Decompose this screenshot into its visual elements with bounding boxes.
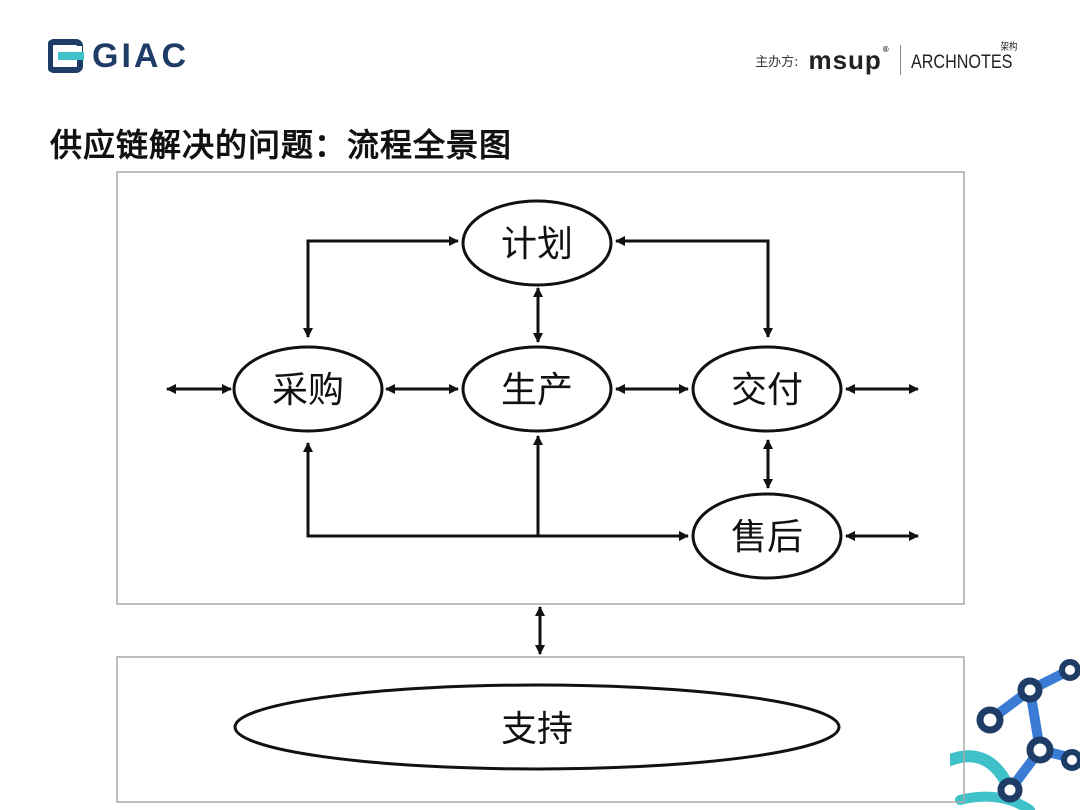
giac-logo-text: GIAC xyxy=(92,37,189,75)
arrow-feedback-purchase-aftersales xyxy=(303,442,689,541)
node-production-label: 生产 xyxy=(501,370,573,411)
support-container-box xyxy=(116,656,965,803)
arrow-plan-purchase xyxy=(303,236,459,338)
giac-logo-icon xyxy=(48,39,84,73)
node-delivery-label: 交付 xyxy=(731,370,803,411)
page-title: 供应链解决的问题：流程全景图 xyxy=(50,126,513,164)
giac-logo: GIAC xyxy=(48,36,189,76)
msup-registered-mark: ® xyxy=(882,44,890,54)
node-purchase: 采购 xyxy=(232,345,384,433)
node-production: 生产 xyxy=(461,345,613,433)
node-support-label: 支持 xyxy=(501,709,573,750)
process-container-box xyxy=(116,171,965,605)
msup-logo: msup® xyxy=(808,45,889,76)
sponsor-divider xyxy=(899,45,901,75)
node-aftersales: 售后 xyxy=(691,492,843,580)
msup-logo-text: msup xyxy=(808,44,882,75)
archnotes-logo-cn: 架构 xyxy=(1000,42,1018,53)
node-purchase-label: 采购 xyxy=(272,370,344,411)
archnotes-logo-text: ARCHNOTES xyxy=(910,52,1013,73)
node-delivery: 交付 xyxy=(691,345,843,433)
archnotes-logo: ARCHNOTES 架构 xyxy=(910,42,1018,74)
node-plan-label: 计划 xyxy=(501,224,573,265)
node-plan: 计划 xyxy=(461,199,613,287)
molecule-decoration-icon xyxy=(950,659,1080,810)
sponsor-label: 主办方: xyxy=(755,54,799,70)
node-aftersales-label: 售后 xyxy=(731,517,803,558)
sponsor-block: 主办方: msup® ARCHNOTES 架构 xyxy=(755,40,1030,80)
arrow-plan-delivery xyxy=(615,236,773,338)
node-support: 支持 xyxy=(233,683,841,771)
